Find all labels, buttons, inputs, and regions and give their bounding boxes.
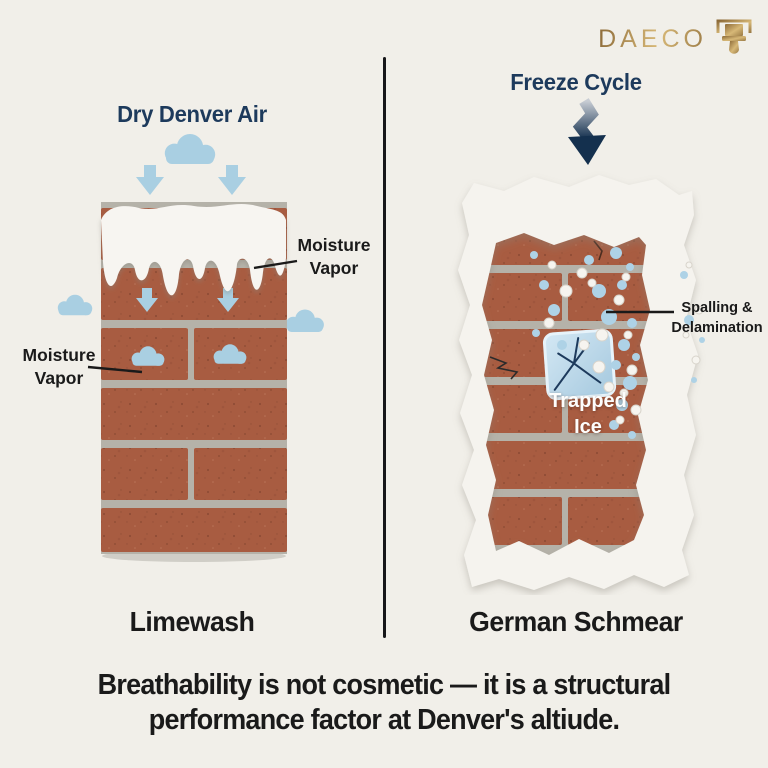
label-line: Vapor bbox=[309, 257, 359, 278]
footer-line-2: performance factor at Denver's altiude. bbox=[148, 703, 620, 736]
footer-line-1: Breathability is not cosmetic — it is a … bbox=[97, 669, 672, 701]
down-arrow-icon bbox=[217, 288, 239, 312]
down-arrow-icon bbox=[218, 165, 246, 195]
callout-line bbox=[87, 365, 143, 374]
spalling-label: Spalling & Delamination bbox=[668, 298, 767, 337]
schmear-plaster bbox=[458, 175, 698, 590]
trapped-ice-label: Trapped Ice bbox=[528, 388, 648, 440]
label-line: Vapor bbox=[34, 367, 84, 388]
brand-name: DAECO bbox=[598, 24, 707, 53]
moisture-vapor-label-right: Moisture Vapor bbox=[291, 234, 377, 280]
limewash-illustration bbox=[57, 134, 324, 562]
cloud-icon bbox=[164, 134, 216, 164]
panel-divider bbox=[383, 57, 386, 638]
german-schmear-caption: German Schmear bbox=[469, 606, 683, 637]
label-line: Moisture bbox=[22, 345, 96, 365]
footer-statement: Breathability is not cosmetic — it is a … bbox=[27, 668, 741, 738]
brand-logo: DAECO bbox=[598, 16, 754, 62]
german-schmear-illustration bbox=[458, 98, 705, 590]
right-panel-title: Freeze Cycle bbox=[510, 69, 642, 95]
down-arrow-icon bbox=[136, 288, 158, 312]
callout-line bbox=[253, 259, 298, 270]
limewash-coat bbox=[101, 204, 286, 296]
vapor-cloud-icon bbox=[286, 309, 324, 332]
plaster-debris-particles bbox=[543, 260, 704, 425]
label-line: Trapped bbox=[549, 390, 627, 412]
plaster-crack bbox=[489, 356, 519, 380]
vapor-cloud-icon bbox=[57, 294, 93, 316]
label-line: Delamination bbox=[671, 318, 763, 336]
label-line: Spalling & bbox=[681, 299, 753, 316]
freeze-bolt-arrow-icon bbox=[568, 98, 606, 165]
paintbrush-icon bbox=[716, 19, 752, 54]
left-panel-title: Dry Denver Air bbox=[117, 101, 267, 127]
label-line: Moisture bbox=[297, 235, 371, 255]
brick-column bbox=[101, 202, 287, 562]
label-line: Ice bbox=[574, 416, 602, 438]
brick-crack bbox=[593, 240, 603, 261]
moisture-vapor-label-left: Moisture Vapor bbox=[6, 344, 112, 390]
down-arrow-icon bbox=[136, 165, 164, 195]
limewash-caption: Limewash bbox=[129, 606, 255, 637]
